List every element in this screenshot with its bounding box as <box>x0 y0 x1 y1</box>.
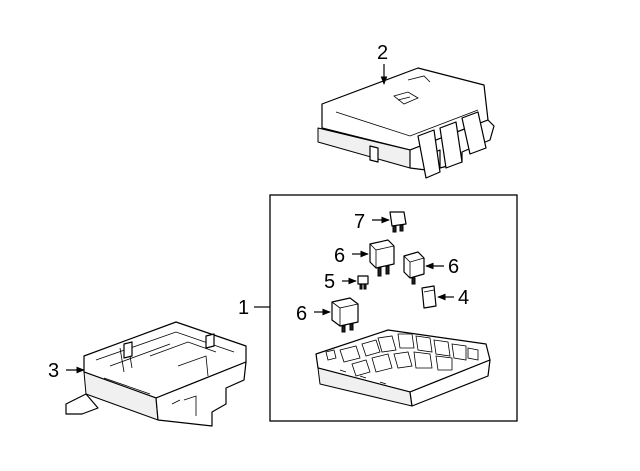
relay-part-6-right <box>403 251 425 285</box>
callout-7: 7 <box>354 211 365 233</box>
callout-2: 2 <box>377 42 388 64</box>
callout-4: 4 <box>458 287 469 309</box>
callout-6a: 6 <box>334 245 345 267</box>
fuse-part-7 <box>389 211 407 233</box>
relay-part-6-upper <box>369 239 395 277</box>
fuse-block <box>315 329 491 407</box>
callout-5: 5 <box>324 271 335 293</box>
relay-part-6-lower <box>331 297 359 333</box>
callout-1: 1 <box>238 297 249 319</box>
assembly-box <box>269 194 518 422</box>
callout-6c: 6 <box>296 303 307 325</box>
lower-tray <box>65 321 247 427</box>
callout-3: 3 <box>48 360 59 382</box>
callout-6b: 6 <box>448 256 459 278</box>
mini-fuse-part-5 <box>357 275 369 290</box>
fuse-part-4 <box>421 285 437 309</box>
upper-cover <box>317 67 495 179</box>
